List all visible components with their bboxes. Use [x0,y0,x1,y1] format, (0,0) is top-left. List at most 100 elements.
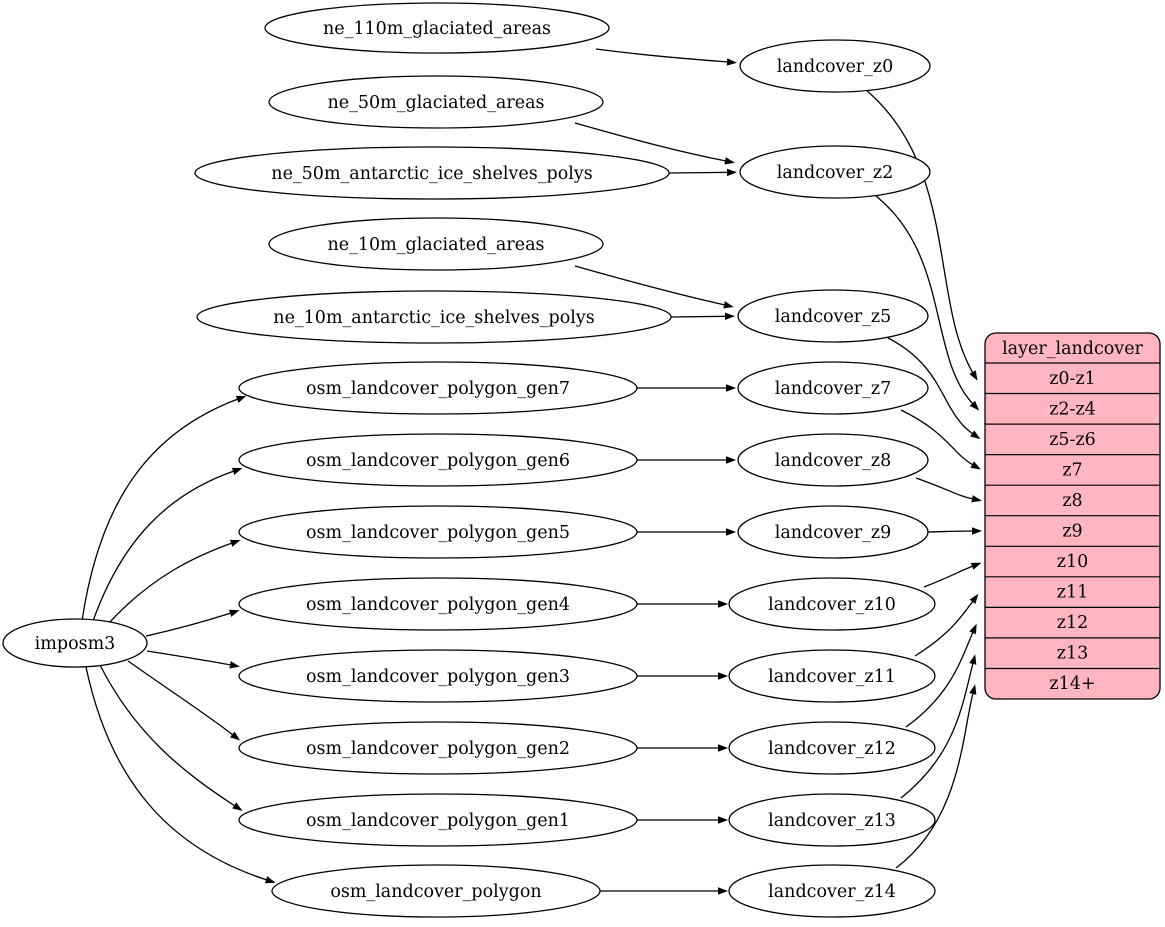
node-landcover_z2: landcover_z2 [739,145,931,199]
node-ellipse [739,145,931,199]
edge-landcover_z8-row-z8 [915,477,982,503]
record-row-z5-z6: z5-z6 [1049,430,1096,450]
edge-ne_50m_antarctic_ice_shelves_polys-landcover_z2 [668,168,737,177]
node-label: landcover_z12 [768,739,896,759]
edge-landcover_z14-row-z14plus [895,684,977,869]
node-ellipse [238,649,638,703]
edge-imposm3-osm_landcover_polygon_gen2 [127,660,241,741]
node-label: osm_landcover_polygon_gen4 [306,595,570,615]
edge-group [81,48,982,895]
node-ellipse [238,577,638,631]
edge-imposm3-osm_landcover_polygon_gen3 [146,650,240,669]
edge-ne_110m_glaciated_areas-landcover_z0 [595,48,737,66]
node-ellipse [737,361,929,415]
record-row-z13: z13 [1057,644,1089,664]
node-ellipse [739,39,931,93]
edge-imposm3-osm_landcover_polygon_gen4 [145,609,240,637]
node-label: landcover_z2 [777,163,894,183]
node-label: landcover_z10 [768,595,896,615]
node-ellipse [737,433,929,487]
edge-ne_10m_antarctic_ice_shelves_polys-landcover_z5 [670,312,735,321]
record-row-z10: z10 [1057,552,1089,572]
node-ellipse [194,146,670,200]
node-ellipse [238,433,638,487]
node-label: landcover_z8 [775,451,892,471]
node-group: ne_110m_glaciated_areas ne_50m_glaciated… [2,2,936,918]
record-row-z2-z4: z2-z4 [1049,400,1096,420]
node-label: landcover_z5 [775,307,892,327]
edge-landcover_z11-row-z11 [914,593,979,657]
node-label: landcover_z14 [768,882,896,902]
edge-imposm3-osm_landcover_polygon_gen7 [81,395,247,622]
node-label: ne_10m_antarctic_ice_shelves_polys [273,308,594,328]
record-title: layer_landcover [1002,339,1143,359]
node-osm_landcover_polygon_gen2: osm_landcover_polygon_gen2 [238,721,638,775]
node-label: osm_landcover_polygon_gen7 [306,379,570,399]
node-landcover_z10: landcover_z10 [728,577,936,631]
record-row-z14plus: z14+ [1049,674,1095,694]
edge-imposm3-osm_landcover_polygon_gen1 [99,664,243,811]
node-label: landcover_z11 [768,667,896,687]
node-label: landcover_z0 [777,57,894,77]
node-landcover_z7: landcover_z7 [737,361,929,415]
node-landcover_z0: landcover_z0 [739,39,931,93]
node-ellipse [737,505,929,559]
node-ellipse [238,361,638,415]
node-landcover_z12: landcover_z12 [728,721,936,775]
node-ellipse [238,505,638,559]
record-row-z11: z11 [1057,583,1089,603]
node-ellipse [238,793,638,847]
node-ellipse [268,217,604,271]
node-landcover_z14: landcover_z14 [728,864,936,918]
node-ellipse [238,721,638,775]
node-ellipse [268,75,604,129]
edge-landcover_z12-row-z12 [905,623,977,728]
node-label: landcover_z7 [775,379,892,399]
node-ellipse [728,793,936,847]
node-ellipse [264,2,610,54]
node-landcover_z8: landcover_z8 [737,433,929,487]
node-ellipse [2,618,148,668]
node-imposm3: imposm3 [2,618,148,668]
edge-landcover_z13-row-z13 [900,654,977,799]
edge-imposm3-osm_landcover_polygon [85,666,276,884]
node-osm_landcover_polygon: osm_landcover_polygon [271,864,601,918]
node-label: osm_landcover_polygon_gen6 [306,451,570,471]
node-ellipse [271,864,601,918]
node-label: osm_landcover_polygon_gen2 [306,739,570,759]
edge-landcover_z9-row-z9 [927,527,982,535]
record-layer_landcover: layer_landcover z0-z1 z2-z4 z5-z6 z7 z8 … [984,332,1161,700]
node-osm_landcover_polygon_gen1: osm_landcover_polygon_gen1 [238,793,638,847]
record-row-z0-z1: z0-z1 [1049,369,1096,389]
edge-landcover_z7-row-z7 [900,409,981,470]
record-row-z8: z8 [1062,491,1082,511]
edge-ne_10m_glaciated_areas-landcover_z5 [574,265,734,309]
node-label: ne_110m_glaciated_areas [323,19,551,39]
node-ne_110m_glaciated_areas: ne_110m_glaciated_areas [264,2,610,54]
node-label: imposm3 [35,634,116,654]
node-osm_landcover_polygon_gen5: osm_landcover_polygon_gen5 [238,505,638,559]
node-label: osm_landcover_polygon_gen3 [306,667,570,687]
node-osm_landcover_polygon_gen6: osm_landcover_polygon_gen6 [238,433,638,487]
node-osm_landcover_polygon_gen7: osm_landcover_polygon_gen7 [238,361,638,415]
edge-ne_50m_glaciated_areas-landcover_z2 [574,122,735,165]
node-landcover_z9: landcover_z9 [737,505,929,559]
node-label: ne_10m_glaciated_areas [328,235,545,255]
node-ne_10m_glaciated_areas: ne_10m_glaciated_areas [268,217,604,271]
node-label: osm_landcover_polygon_gen1 [306,811,570,831]
node-landcover_z13: landcover_z13 [728,793,936,847]
edge-imposm3-osm_landcover_polygon_gen5 [107,539,241,625]
node-label: ne_50m_glaciated_areas [328,93,545,113]
node-label: landcover_z9 [775,523,892,543]
node-ne_50m_antarctic_ice_shelves_polys: ne_50m_antarctic_ice_shelves_polys [194,146,670,200]
node-ne_50m_glaciated_areas: ne_50m_glaciated_areas [268,75,604,129]
node-landcover_z11: landcover_z11 [728,649,936,703]
node-label: osm_landcover_polygon [330,882,541,902]
node-ellipse [728,577,936,631]
edge-landcover_z5-row-z5-z6 [887,337,981,440]
node-ellipse [728,649,936,703]
node-landcover_z5: landcover_z5 [737,289,929,343]
edge-landcover_z2-row-z2-z4 [875,195,980,411]
